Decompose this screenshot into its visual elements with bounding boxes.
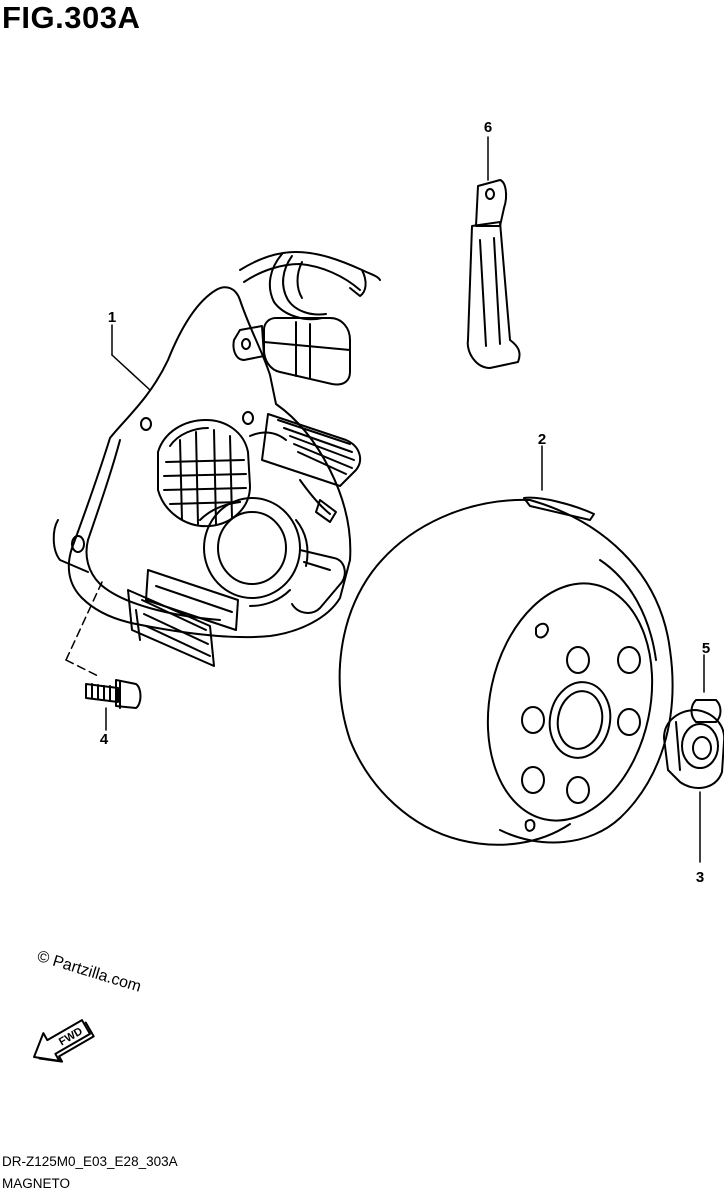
stator-assembly	[52, 251, 381, 667]
callout-6: 6	[484, 119, 492, 136]
callout-3: 3	[696, 869, 704, 886]
callout-4: 4	[100, 731, 109, 748]
wire-clamp	[466, 179, 521, 369]
leader-lines	[65, 136, 705, 863]
stator-bolt	[85, 679, 142, 709]
flywheel-rotor	[338, 496, 674, 846]
diagram-code: DR-Z125M0_E03_E28_303A	[2, 1154, 178, 1169]
flywheel-nut	[663, 709, 724, 789]
callout-2: 2	[538, 431, 546, 448]
woodruff-key	[690, 699, 722, 723]
callout-1: 1	[108, 309, 116, 326]
fwd-arrow-icon: FWD	[33, 1019, 95, 1063]
diagram-name: MAGNETO	[2, 1176, 71, 1191]
figure-title: FIG.303A	[2, 0, 141, 35]
callout-5: 5	[702, 640, 710, 657]
